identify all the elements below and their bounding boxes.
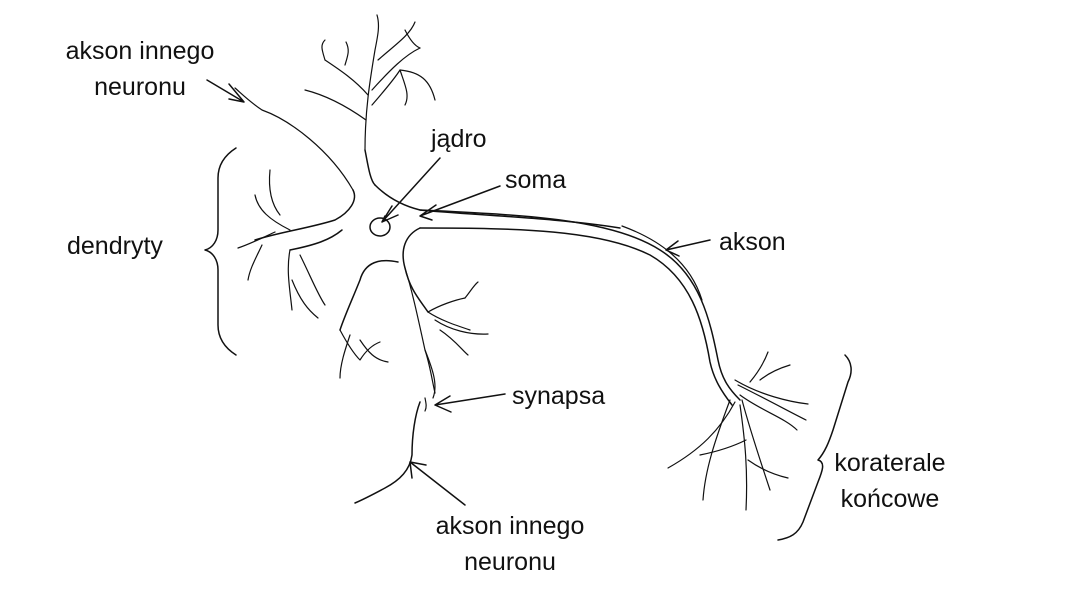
arrow-synapse: [434, 393, 506, 413]
arrows: [206, 79, 711, 506]
label-collaterals: koraterale końcowe: [820, 445, 960, 517]
label-synapse: synapsa: [512, 382, 606, 410]
label-other-axon-bottom-line2: neuronu: [464, 548, 556, 576]
label-other-axon-top: akson innego neuronu: [40, 33, 240, 105]
label-axon: akson: [719, 228, 786, 256]
other-axon-bottom-shape: [354, 397, 427, 504]
arrow-other-axon-bottom: [409, 461, 466, 506]
label-other-axon-top-line1: akson innego: [65, 37, 215, 65]
axon-shape: [419, 209, 741, 406]
label-other-axon-bottom: akson innego neuronu: [410, 508, 610, 580]
arrow-nucleus: [381, 157, 441, 223]
label-collaterals-line2: końcowe: [840, 485, 940, 513]
collateral-branches: [667, 351, 809, 511]
collaterals-brace: [777, 354, 852, 541]
label-nucleus: jądro: [431, 125, 487, 153]
label-soma: soma: [505, 166, 567, 194]
label-other-axon-bottom-line1: akson innego: [435, 512, 585, 540]
label-dendrites: dendryty: [67, 232, 163, 260]
arrow-axon: [665, 239, 711, 257]
arrow-other-axon-top: [206, 79, 245, 103]
label-other-axon-top-line2: neuronu: [94, 73, 186, 101]
nucleus-shape: [369, 217, 391, 237]
label-collaterals-line1: koraterale: [834, 449, 946, 477]
dendrite-branches: [234, 14, 489, 399]
arrow-soma: [419, 185, 501, 221]
dendrites-brace: [204, 147, 237, 356]
